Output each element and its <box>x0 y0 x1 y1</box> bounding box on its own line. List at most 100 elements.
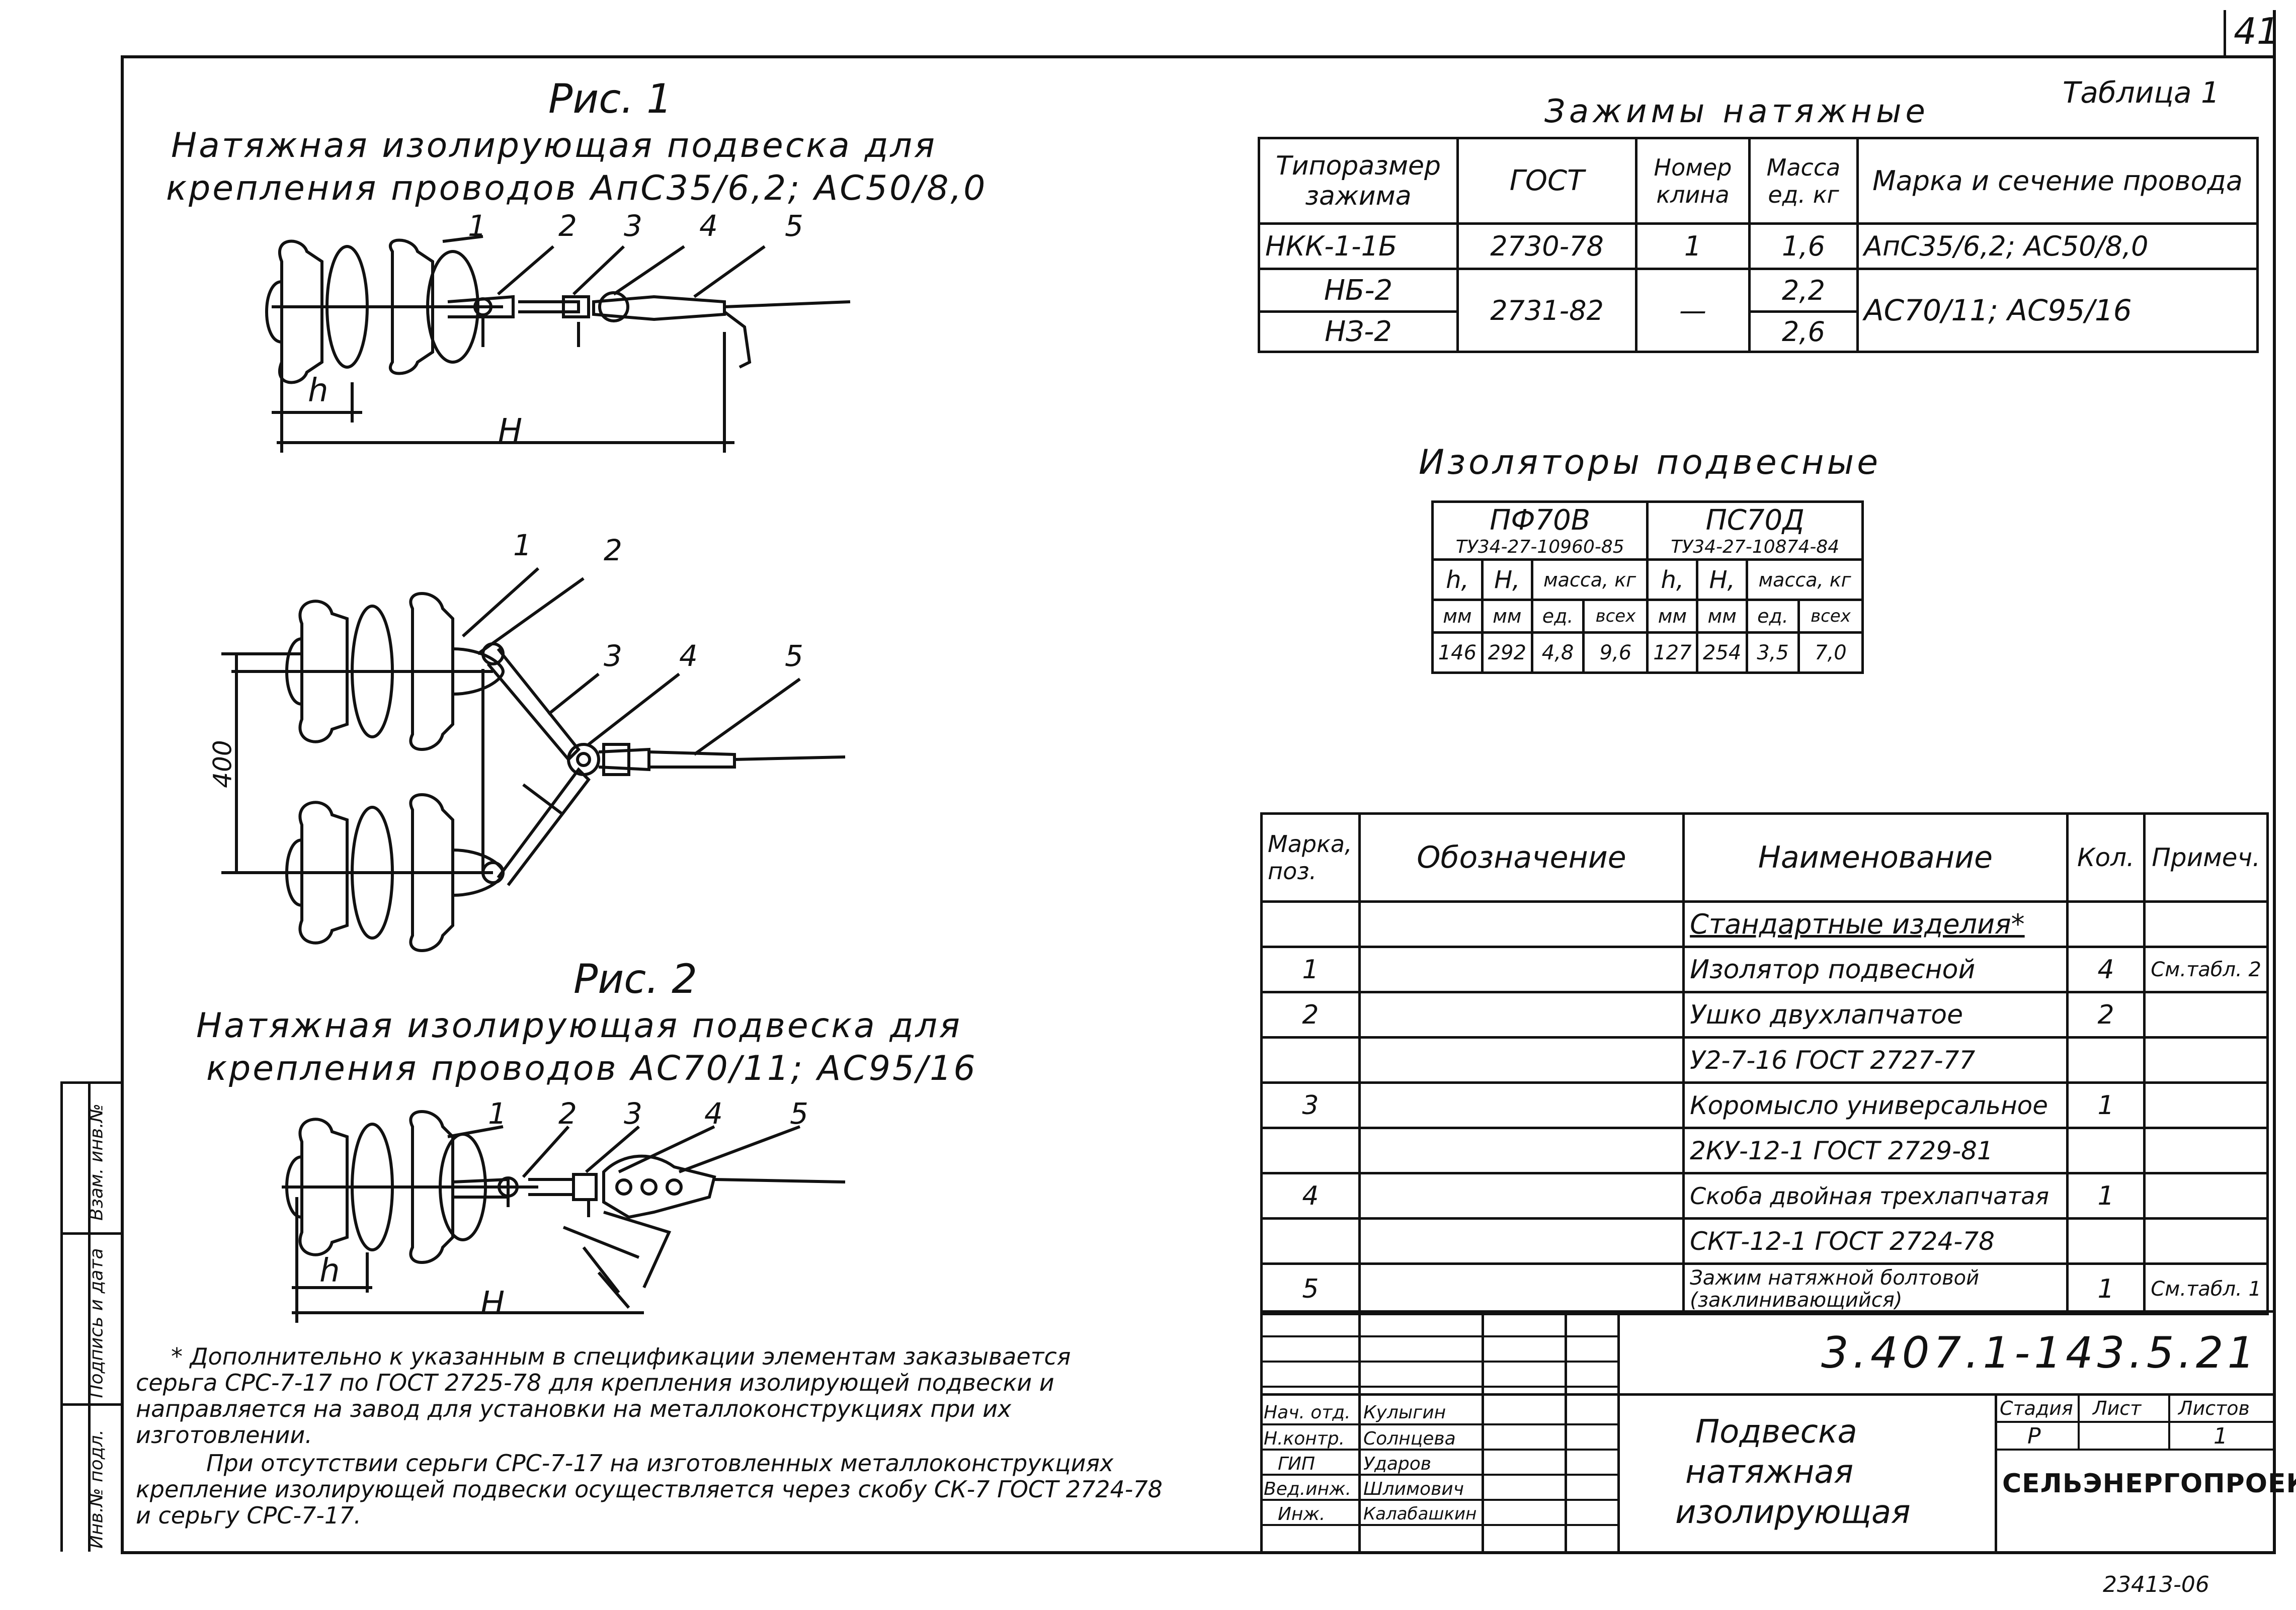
spec-r4-qty: 1 <box>2066 1081 2146 1129</box>
spec-r6-qty: 1 <box>2066 1172 2146 1220</box>
note-line-6: крепление изолирующей подвески осуществл… <box>136 1476 1163 1503</box>
stage-label: Стадия <box>2000 1397 2073 1419</box>
tb-row-main <box>1260 1393 2274 1396</box>
spec-r0-qty <box>2066 900 2146 948</box>
spec-h-name: Наименование <box>1682 812 2069 903</box>
t2-sub-h2: h, <box>1646 558 1699 601</box>
fig1-caption: Рис. 1 <box>548 75 672 122</box>
spec-r8-note: См.табл. 1 <box>2143 1262 2269 1315</box>
tb-row3 <box>1260 1386 1617 1388</box>
mid-label-2: 2 <box>604 533 622 567</box>
mid-label-1: 1 <box>513 528 532 562</box>
table1-label: Таблица 1 <box>2063 75 2220 110</box>
fig2-title-line2: крепления проводов АС70/11; АС95/16 <box>206 1049 977 1088</box>
spec-r2-name: Ушко двухлапчатое <box>1682 991 2069 1039</box>
fig2-label-4: 4 <box>704 1096 723 1131</box>
t1-h-type: Типоразмер зажима <box>1258 137 1459 225</box>
t2-group1-name: ПФ70В <box>1490 504 1591 537</box>
tb-stage-left <box>1995 1393 1997 1552</box>
margin-stamp-border <box>60 1081 63 1552</box>
fig2-dim-h: h <box>319 1252 340 1290</box>
spec-r8-name: Зажим натяжной болтовой (заклинивающийся… <box>1682 1262 2069 1315</box>
tb-col3 <box>1565 1310 1567 1552</box>
tb-row2 <box>1260 1361 1617 1363</box>
frame-right <box>2273 10 2276 1554</box>
margin-stamp-div1 <box>60 1232 123 1235</box>
fig1-label-1: 1 <box>468 209 486 243</box>
spec-r4-name: Коромысло универсальное <box>1682 1081 2069 1129</box>
frame-bottom <box>121 1551 2276 1554</box>
t2-val-2: 292 <box>1481 631 1533 674</box>
t1-h-wedge: Номер клина <box>1635 137 1751 225</box>
t1-r1-mass: 1,6 <box>1748 222 1859 270</box>
fig1-title-line2: крепления проводов АпС35/6,2; АС50/8,0 <box>166 168 988 208</box>
t2-val-5: 127 <box>1646 631 1699 674</box>
role-3: ГИП <box>1278 1454 1316 1474</box>
tb-row7 <box>1260 1499 1617 1501</box>
fig1-label-4: 4 <box>699 209 718 243</box>
table1-title: Зажимы натяжные <box>1544 93 1929 130</box>
mid-dim-400: 400 <box>208 740 237 788</box>
spec-r8-designation <box>1358 1262 1685 1315</box>
t2-unit-8: всех <box>1797 599 1864 634</box>
spec-r3-pos <box>1260 1036 1361 1084</box>
spec-r1-designation <box>1358 946 1685 993</box>
spec-r1-name: Изолятор подвесной <box>1682 946 2069 993</box>
table2-title: Изоляторы подвесные <box>1419 443 1881 482</box>
t1-r3-mass: 2,6 <box>1748 310 1859 353</box>
tb-stage-row2 <box>1995 1449 2274 1451</box>
title-line-3: изолирующая <box>1675 1494 1911 1531</box>
title-line-1: Подвеска <box>1695 1413 1857 1451</box>
margin-stamp-div2 <box>60 1403 123 1406</box>
spec-r5-note <box>2143 1127 2269 1174</box>
spec-r4-designation <box>1358 1081 1685 1129</box>
doc-number: 3.407.1-143.5.21 <box>1821 1328 2259 1378</box>
fig1-label-5: 5 <box>785 209 803 243</box>
t2-unit-6: мм <box>1696 599 1749 634</box>
spec-r0-name: Стандартные изделия* <box>1682 900 2069 948</box>
spec-r7-note <box>2143 1217 2269 1265</box>
t2-group2-name: ПС70Д <box>1705 504 1805 537</box>
fig1-label-3: 3 <box>624 209 642 243</box>
t1-h-wire: Марка и сечение провода <box>1856 137 2259 225</box>
spec-r8-pos: 5 <box>1260 1262 1361 1315</box>
spec-r3-note <box>2143 1036 2269 1084</box>
t1-r2-mass: 2,2 <box>1748 268 1859 313</box>
fig2-label-5: 5 <box>790 1096 808 1131</box>
t2-sub-mass1: масса, кг <box>1530 558 1649 601</box>
page-number-box-left <box>2224 10 2226 58</box>
spec-r1-note: См.табл. 2 <box>2143 946 2269 993</box>
spec-r0-note <box>2143 900 2269 948</box>
t2-val-1: 146 <box>1431 631 1484 674</box>
spec-r6-designation <box>1358 1172 1685 1220</box>
spec-r8-qty: 1 <box>2066 1262 2146 1315</box>
tb-row1 <box>1260 1335 1617 1337</box>
sheet-label: Лист <box>2093 1397 2142 1419</box>
frame-top <box>121 55 2274 58</box>
tb-col4 <box>1617 1310 1620 1552</box>
t1-r1-gost: 2730-78 <box>1456 222 1637 270</box>
spec-r3-qty <box>2066 1036 2146 1084</box>
spec-h-note: Примеч. <box>2143 812 2269 903</box>
t1-r2-wire: АС70/11; АС95/16 <box>1856 268 2259 353</box>
t2-val-7: 3,5 <box>1746 631 1800 674</box>
name-5: Калабашкин <box>1363 1504 1477 1524</box>
spec-r2-designation <box>1358 991 1685 1039</box>
t1-h-mass: Масса ед. кг <box>1748 137 1859 225</box>
frame-left <box>121 55 124 1554</box>
t2-group1: ПФ70В ТУ34-27-10960-85 <box>1431 500 1649 561</box>
spec-r1-qty: 4 <box>2066 946 2146 993</box>
role-2: Н.контр. <box>1264 1428 1345 1449</box>
table1-clamps: Типоразмер зажима ГОСТ Номер клина Масса… <box>1258 137 2259 353</box>
tb-col2 <box>1482 1310 1484 1552</box>
t2-unit-2: мм <box>1481 599 1533 634</box>
fig2-drawing <box>282 1110 846 1323</box>
spec-r4-pos: 3 <box>1260 1081 1361 1129</box>
t1-r2-type: НБ-2 <box>1258 268 1459 313</box>
t2-group1-spec: ТУ34-27-10960-85 <box>1455 537 1624 557</box>
fig1-title-line1: Натяжная изолирующая подвеска для <box>171 126 937 165</box>
t2-val-8: 7,0 <box>1797 631 1864 674</box>
t1-r1-wedge: 1 <box>1635 222 1751 270</box>
